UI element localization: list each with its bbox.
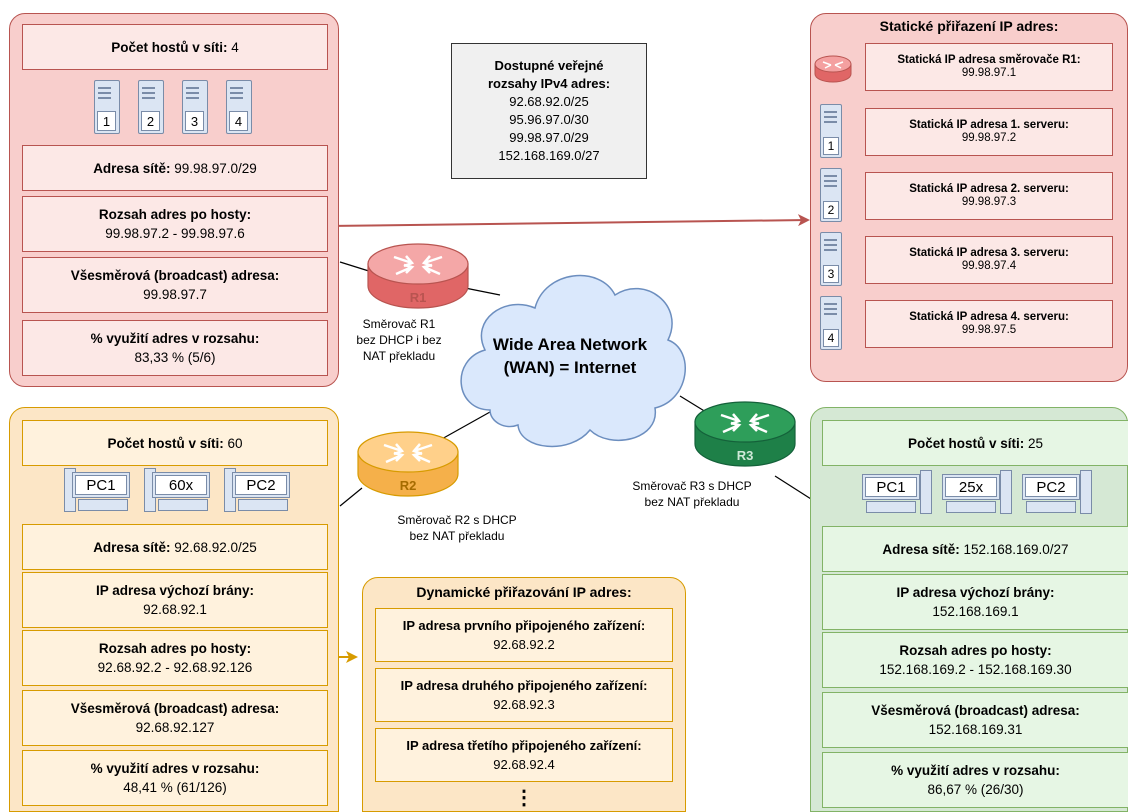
wan-line1: Wide Area Network <box>493 335 648 354</box>
static-server-box: Statická IP adresa 2. serveru: 99.98.97.… <box>865 172 1113 220</box>
dynamic-item-box: IP adresa prvního připojeného zařízení: … <box>375 608 673 662</box>
router-r2-icon: R2 <box>357 431 459 497</box>
public-range: 152.168.169.0/27 <box>498 148 600 163</box>
dynamic-item-box: IP adresa třetího připojeného zařízení: … <box>375 728 673 782</box>
more-items-ellipsis: ⋮ <box>514 787 534 809</box>
link-r1-wan <box>464 287 501 296</box>
pc-icon: PC2 <box>224 468 294 514</box>
router-r1-caption: Směrovač R1 bez DHCP i bez NAT překladu <box>356 317 442 363</box>
link-r2-wan <box>439 411 491 441</box>
bl-gateway-box: IP adresa výchozí brány: 92.68.92.1 <box>22 572 328 628</box>
pc-icon: PC1 <box>862 470 934 516</box>
router-r1-icon: R1 <box>367 243 469 309</box>
tl-usage-box: % využití adres v rozsahu: 83,33 % (5/6) <box>22 320 328 376</box>
br-network-address-box: Adresa sítě: 152.168.169.0/27 <box>822 526 1128 572</box>
static-router-box: Statická IP adresa směrovače R1: 99.98.9… <box>865 43 1113 91</box>
arrow-range-to-static <box>326 214 810 227</box>
public-range: 95.96.97.0/30 <box>509 112 589 127</box>
public-range: 99.98.97.0/29 <box>509 130 589 145</box>
pc-icon: 25x <box>942 470 1014 516</box>
link-bl-r2 <box>339 487 363 507</box>
server-icon: 1 <box>94 80 120 134</box>
tl-hosts-value: 4 <box>227 39 239 55</box>
router-r1-small-icon <box>814 55 852 83</box>
dynamic-assignment-title: Dynamické přiřazování IP adres: <box>416 584 632 600</box>
bl-host-range-box: Rozsah adres po hosty: 92.68.92.2 - 92.6… <box>22 630 328 686</box>
server-icon: 3 <box>820 232 842 286</box>
br-host-range-box: Rozsah adres po hosty: 152.168.169.2 - 1… <box>822 632 1128 688</box>
wan-line2: (WAN) = Internet <box>504 358 637 377</box>
br-usage-box: % využití adres v rozsahu: 86,67 % (26/3… <box>822 752 1128 808</box>
link-wan-r3 <box>679 395 707 413</box>
tl-hosts-box: Počet hostů v síti: 4 <box>22 24 328 70</box>
tl-network-address-box: Adresa sítě: 99.98.97.0/29 <box>22 145 328 191</box>
br-gateway-box: IP adresa výchozí brány: 152.168.169.1 <box>822 574 1128 630</box>
router-r3-name: R3 <box>737 448 754 463</box>
server-icon: 1 <box>820 104 842 158</box>
router-r3-icon: R3 <box>694 401 796 467</box>
router-r3-caption: Směrovač R3 s DHCP bez NAT překladu <box>632 479 752 509</box>
router-r2-name: R2 <box>400 478 417 493</box>
pc-icon: 60x <box>144 468 214 514</box>
server-icon: 2 <box>138 80 164 134</box>
tl-servers: 1 2 3 4 <box>94 80 264 136</box>
router-r2-caption: Směrovač R2 s DHCP bez NAT překladu <box>397 513 517 543</box>
link-tl-r1 <box>339 261 373 273</box>
server-icon: 4 <box>226 80 252 134</box>
static-server-box: Statická IP adresa 4. serveru: 99.98.97.… <box>865 300 1113 348</box>
tl-hosts-label: Počet hostů v síti: <box>111 39 228 55</box>
br-hosts-box: Počet hostů v síti: 25 <box>822 420 1128 466</box>
pc-icon: PC1 <box>64 468 134 514</box>
bl-hosts-box: Počet hostů v síti: 60 <box>22 420 328 466</box>
pc-icon: PC2 <box>1022 470 1094 516</box>
static-server-box: Statická IP adresa 3. serveru: 99.98.97.… <box>865 236 1113 284</box>
bl-broadcast-box: Všesměrová (broadcast) adresa: 92.68.92.… <box>22 690 328 746</box>
bl-usage-box: % využití adres v rozsahu: 48,41 % (61/1… <box>22 750 328 806</box>
router-r1-name: R1 <box>410 290 427 305</box>
bl-network-address-box: Adresa sítě: 92.68.92.0/25 <box>22 524 328 570</box>
public-ranges-box: Dostupné veřejné rozsahy IPv4 adres: 92.… <box>451 43 647 179</box>
static-server-box: Statická IP adresa 1. serveru: 99.98.97.… <box>865 108 1113 156</box>
wan-cloud: Wide Area Network (WAN) = Internet <box>460 274 686 448</box>
br-broadcast-box: Všesměrová (broadcast) adresa: 152.168.1… <box>822 692 1128 748</box>
static-assignment-title: Statické přiřazení IP adres: <box>879 18 1059 34</box>
server-icon: 3 <box>182 80 208 134</box>
server-icon: 2 <box>820 168 842 222</box>
public-range: 92.68.92.0/25 <box>509 94 589 109</box>
tl-host-range-box: Rozsah adres po hosty: 99.98.97.2 - 99.9… <box>22 196 328 252</box>
dynamic-item-box: IP adresa druhého připojeného zařízení: … <box>375 668 673 722</box>
server-icon: 4 <box>820 296 842 350</box>
tl-broadcast-box: Všesměrová (broadcast) adresa: 99.98.97.… <box>22 257 328 313</box>
